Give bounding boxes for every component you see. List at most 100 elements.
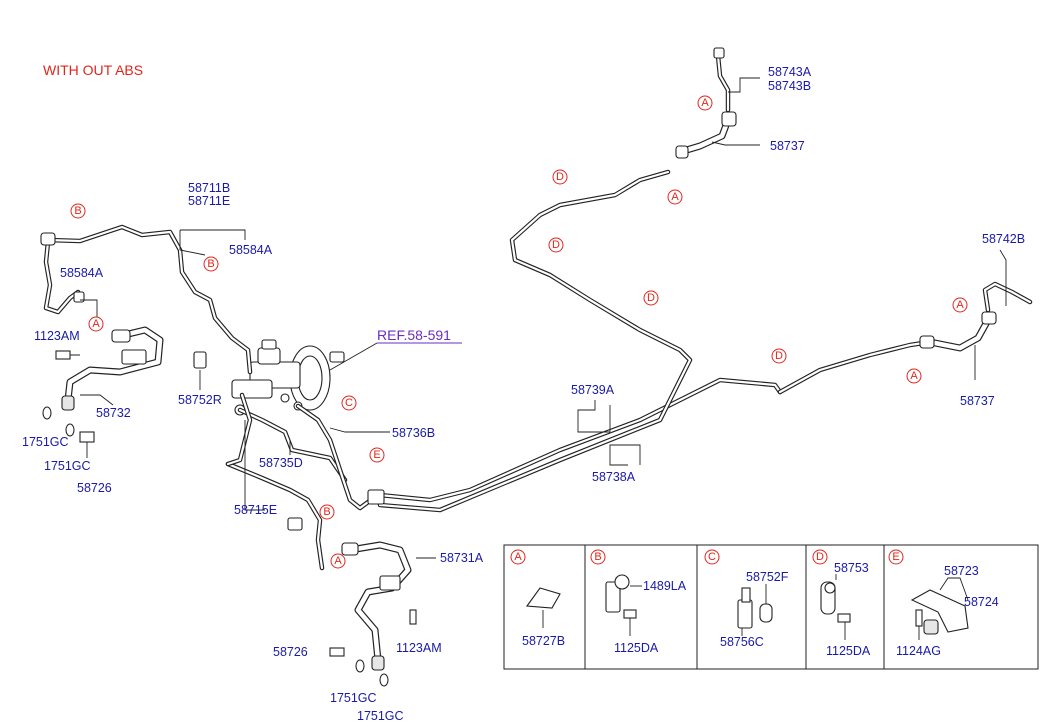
- part-label: 58726: [77, 481, 112, 495]
- master-cylinder-assembly: [231, 339, 345, 416]
- part-label: 58743B: [768, 79, 811, 93]
- callout-d-4: D: [771, 348, 787, 364]
- part-label: 1123AM: [34, 329, 80, 343]
- svg-text:A: A: [910, 370, 918, 382]
- clamp-1489LA: [605, 581, 621, 613]
- svg-text:C: C: [708, 551, 716, 563]
- callout-b-3: B: [319, 504, 335, 520]
- clip-58752R: [193, 351, 207, 369]
- part-label: 58731A: [440, 551, 484, 565]
- callout-d-3: D: [643, 290, 659, 306]
- reference-label[interactable]: REF.58-591: [377, 327, 451, 343]
- callout-a-6: A: [330, 553, 346, 569]
- part-label: 58743A: [768, 65, 812, 79]
- legend-cell-e: E 58723 58724 1124AG: [888, 549, 999, 658]
- legend-cell-b: B 1489LA 1125DA: [590, 549, 687, 655]
- part-label: 58737: [960, 394, 995, 408]
- svg-text:B: B: [323, 506, 330, 518]
- part-labels: 58743A 58743B 58737 58711B 58711E 58584A…: [22, 65, 1025, 723]
- callout-c-1: C: [341, 395, 357, 411]
- legend-cell-c: C 58752F 58756C: [704, 549, 789, 649]
- callout-a-2: A: [667, 189, 683, 205]
- clip-58756C: [737, 599, 753, 629]
- tube-58743: [713, 47, 731, 113]
- legend-part-label: 1125DA: [614, 641, 659, 655]
- callout-d-2: D: [548, 237, 564, 253]
- clip-58727B: [525, 587, 561, 609]
- tube-58736B: [295, 403, 378, 511]
- part-label: 58711E: [188, 194, 230, 208]
- part-label: 1751GC: [44, 459, 91, 473]
- callout-a-3: A: [88, 316, 104, 332]
- callout-b-2: B: [203, 256, 219, 272]
- legend-part-label: 58727B: [522, 634, 565, 648]
- bolt-1123AM-left: [55, 350, 80, 360]
- svg-text:A: A: [701, 97, 709, 109]
- part-label: 1751GC: [22, 435, 69, 449]
- reference-link[interactable]: REF.58-591: [329, 327, 462, 371]
- svg-text:D: D: [775, 350, 783, 362]
- legend-part-label: 1489LA: [643, 579, 687, 593]
- bolt-1125DA: [623, 609, 637, 619]
- part-label: 58711B: [188, 181, 230, 195]
- svg-text:A: A: [334, 555, 342, 567]
- svg-text:C: C: [345, 397, 353, 409]
- tube-58715E: [225, 392, 325, 571]
- svg-text:B: B: [74, 205, 81, 217]
- svg-text:B: B: [207, 258, 214, 270]
- part-label: 58742B: [982, 232, 1025, 246]
- svg-text:D: D: [552, 239, 560, 251]
- tube-rear-right: [777, 339, 933, 395]
- part-label: 1751GC: [330, 691, 377, 705]
- part-label: 58738A: [592, 470, 636, 484]
- bolt-1125DA-d: [837, 613, 851, 623]
- svg-text:D: D: [647, 292, 655, 304]
- svg-text:A: A: [956, 299, 964, 311]
- leader-lines: [80, 77, 1007, 559]
- part-label: 58584A: [229, 243, 273, 257]
- hose-58737-right: [919, 311, 997, 352]
- tube-58739A: [377, 377, 783, 503]
- legend-panel: A 58727B B 1489LA 1125DA C 58752F 58756C: [503, 544, 1039, 670]
- legend-part-label: 58752F: [746, 570, 789, 584]
- tube-58738A: [367, 169, 693, 513]
- legend-cell-d: D 58753 1125DA: [812, 549, 871, 658]
- legend-part-label: 58723: [944, 564, 979, 578]
- part-label: 1751GC: [357, 709, 404, 723]
- svg-text:A: A: [514, 551, 522, 563]
- callout-e-1: E: [369, 447, 385, 463]
- hose-58731A: [341, 541, 412, 671]
- part-label: 1123AM: [396, 641, 442, 655]
- svg-text:A: A: [671, 191, 679, 203]
- svg-text:E: E: [892, 551, 899, 563]
- legend-cell-a: A 58727B: [510, 549, 565, 648]
- callout-d-1: D: [552, 169, 568, 185]
- svg-text:E: E: [373, 449, 380, 461]
- part-label: 58736B: [392, 426, 435, 440]
- bolt-1124AG: [915, 609, 923, 627]
- part-label: 58584A: [60, 266, 104, 280]
- hose-58732: [61, 326, 164, 411]
- part-label: 58737: [770, 139, 805, 153]
- part-label: 58715E: [234, 503, 277, 517]
- part-label: 58735D: [259, 456, 303, 470]
- callout-a-5: A: [906, 368, 922, 384]
- legend-part-label: 58724: [964, 595, 999, 609]
- legend-part-label: 58753: [834, 561, 869, 575]
- part-label: 58726: [273, 645, 308, 659]
- diagram-title: WITH OUT ABS: [43, 62, 143, 78]
- legend-part-label: 58756C: [720, 635, 764, 649]
- callout-a-1: A: [697, 95, 713, 111]
- clip-58752F: [759, 603, 773, 623]
- svg-text:D: D: [816, 551, 824, 563]
- bracket-58724: [910, 589, 969, 633]
- callout-a-4: A: [952, 297, 968, 313]
- washers-left: [42, 406, 95, 458]
- legend-part-label: 1125DA: [826, 644, 871, 658]
- part-label: 58739A: [571, 383, 615, 397]
- tube-58584A-left: [40, 232, 85, 315]
- hardware-bottom: [329, 609, 417, 687]
- legend-part-label: 1124AG: [896, 644, 941, 658]
- svg-text:D: D: [556, 171, 564, 183]
